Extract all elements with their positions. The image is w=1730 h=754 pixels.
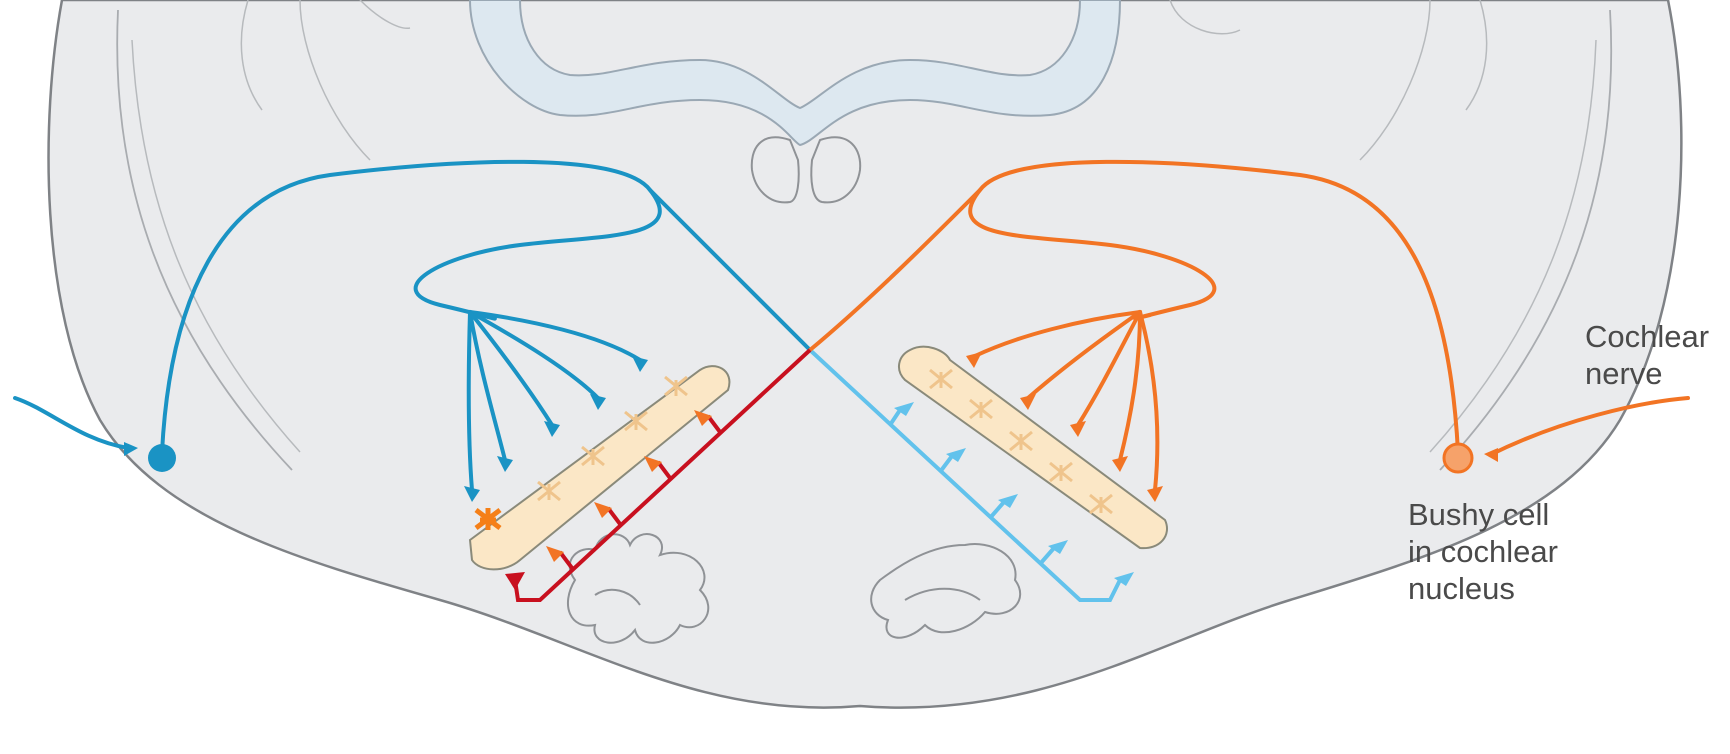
cochlear-nerve-label-line-1: Cochlear: [1585, 318, 1709, 355]
cochlear-nerve-label-line-2: nerve: [1585, 355, 1709, 392]
right-bushy-cell: [1444, 444, 1472, 472]
cochlear-nerve-label: Cochlear nerve: [1585, 318, 1709, 392]
bushy-cell-label-line-3: nucleus: [1408, 570, 1558, 607]
bushy-cell-label-line-2: in cochlear: [1408, 533, 1558, 570]
left-bushy-cell: [148, 444, 176, 472]
bushy-cell-label-line-1: Bushy cell: [1408, 496, 1558, 533]
bushy-cell-label: Bushy cell in cochlear nucleus: [1408, 496, 1558, 607]
